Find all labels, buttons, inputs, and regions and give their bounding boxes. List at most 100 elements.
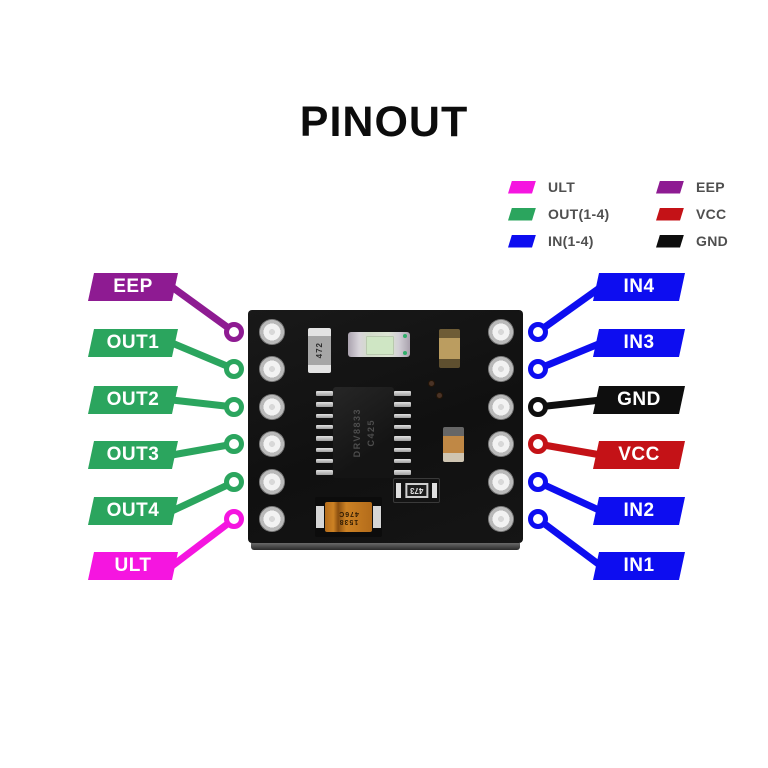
pin-tag-label: EEP (113, 276, 153, 297)
capacitor-pad (316, 506, 324, 528)
pin-tag-eep: EEP (88, 273, 178, 301)
led-contact-dot (403, 334, 407, 338)
pin-tag-label: IN4 (623, 276, 655, 297)
chip-pin-right (394, 436, 411, 441)
through-hole-pad (488, 319, 514, 345)
legend-label: GND (696, 233, 729, 249)
chip-pin-right (394, 402, 411, 407)
wire-out2 (171, 396, 235, 411)
through-hole-pad (488, 356, 514, 382)
chip-pin-left (316, 402, 333, 407)
pin-tag-vcc: VCC (593, 441, 685, 469)
legend-swatch (508, 208, 536, 221)
pin-terminal-out3 (224, 434, 244, 454)
pin-tag-in2: IN2 (593, 497, 685, 525)
pin-tag-gnd: GND (593, 386, 685, 414)
pin-terminal-out4 (224, 472, 244, 492)
pin-tag-out3: OUT3 (88, 441, 178, 469)
pin-terminal-out2 (224, 397, 244, 417)
chip-pin-right (394, 470, 411, 475)
smd-led (348, 332, 410, 357)
pin-tag-label: OUT1 (106, 332, 160, 353)
legend-item-out14: OUT(1-4) (508, 206, 610, 222)
pcb-board: DRV8833 C425 472 473 1538 476C (248, 310, 523, 543)
through-hole-pad (259, 356, 285, 382)
tantalum-capacitor: 1538 476C (315, 497, 382, 537)
through-hole-pad (488, 394, 514, 420)
pin-terminal-in2 (528, 472, 548, 492)
legend-item-eep: EEP (656, 179, 728, 195)
legend-swatch (656, 208, 684, 221)
wire-ult (169, 516, 237, 569)
wire-in2 (536, 478, 603, 515)
wire-in3 (536, 339, 603, 373)
through-hole-pad (488, 431, 514, 457)
chip-pin-right (394, 458, 411, 464)
pin-tag-in4: IN4 (593, 273, 685, 301)
through-hole-pad (488, 469, 514, 495)
through-hole-pad (259, 319, 285, 345)
pcb-side-edge (251, 543, 520, 550)
led-core (366, 336, 394, 355)
chip-pin-left (316, 470, 333, 475)
legend-swatch (656, 235, 684, 248)
via-dot (436, 392, 443, 399)
page-title: PINOUT (299, 98, 469, 146)
legend-item-vcc: VCC (656, 206, 728, 222)
pin-tag-ult: ULT (88, 552, 178, 580)
pin-tag-label: IN1 (623, 555, 655, 576)
chip-pin-right (394, 391, 411, 396)
pin-terminal-in1 (528, 509, 548, 529)
pin-tag-in3: IN3 (593, 329, 685, 357)
legend-swatch (508, 235, 536, 248)
pin-tag-label: IN2 (623, 500, 655, 521)
pin-tag-out1: OUT1 (88, 329, 178, 357)
pin-tag-in1: IN1 (593, 552, 685, 580)
chip-pin-left (316, 424, 333, 430)
pin-tag-label: OUT3 (106, 444, 160, 465)
legend-label: OUT(1-4) (548, 206, 610, 222)
smd-capacitor-top (439, 329, 460, 368)
wire-in1 (535, 516, 604, 569)
pin-terminal-eep (224, 322, 244, 342)
pin-tag-label: GND (617, 389, 661, 410)
legend-label: VCC (696, 206, 727, 222)
capacitor-pad (373, 506, 381, 528)
wire-gnd (537, 396, 602, 411)
legend-label: IN(1-4) (548, 233, 594, 249)
pin-tag-label: OUT2 (106, 389, 160, 410)
chip-pin-right (394, 413, 411, 419)
pin-tag-label: ULT (114, 555, 152, 576)
smd-capacitor-mid (443, 427, 464, 462)
chip-pin-left (316, 391, 333, 396)
pin-terminal-out1 (224, 359, 244, 379)
pin-tag-out4: OUT4 (88, 497, 178, 525)
through-hole-pad (488, 506, 514, 532)
smd-resistor-473: 473 (393, 478, 440, 503)
legend-label: ULT (548, 179, 576, 195)
legend-item-in14: IN(1-4) (508, 233, 610, 249)
chip-pin-right (394, 424, 411, 430)
wire-out1 (170, 339, 236, 373)
legend-swatch (656, 181, 684, 194)
smd-resistor-472: 472 (308, 328, 331, 373)
through-hole-pad (259, 394, 285, 420)
pin-tag-label: OUT4 (106, 500, 160, 521)
pin-terminal-ult (224, 509, 244, 529)
through-hole-pad (259, 469, 285, 495)
legend-column-left: ULT OUT(1-4) IN(1-4) (508, 179, 610, 249)
led-contact-dot (403, 351, 407, 355)
legend-column-right: EEP VCC GND (656, 179, 729, 249)
through-hole-pad (259, 506, 285, 532)
pin-terminal-in3 (528, 359, 548, 379)
legend-item-ult: ULT (508, 179, 610, 195)
pin-terminal-vcc (528, 434, 548, 454)
driver-ic: DRV8833 C425 (333, 387, 394, 478)
wire-out4 (170, 478, 236, 515)
wire-vcc (537, 440, 602, 459)
chip-pin-left (316, 436, 333, 441)
chip-pin-left (316, 413, 333, 419)
legend-item-gnd: GND (656, 233, 729, 249)
wire-eep (169, 284, 237, 335)
